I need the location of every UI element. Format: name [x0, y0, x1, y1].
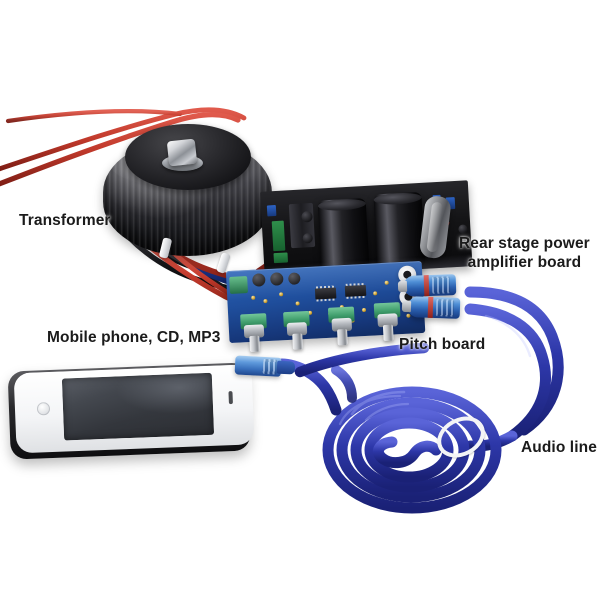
- phone-front-panel: [13, 364, 255, 454]
- amplifier-main-capacitor: [373, 191, 426, 269]
- pitch-board-terminal-block: [229, 276, 249, 295]
- pitch-board-ic: [344, 284, 367, 297]
- transformer-bolt: [166, 138, 198, 167]
- amplifier-blue-component: [266, 205, 277, 217]
- label-transformer: Transformer: [19, 212, 111, 229]
- amplifier-green-component: [271, 220, 286, 252]
- jack-strain-relief: [276, 360, 296, 375]
- phone-body: [7, 362, 255, 460]
- label-rear-stage-power-amplifier-board: Rear stage power amplifier board: [459, 235, 590, 271]
- amplifier-small-capacitor: [458, 224, 468, 234]
- pitch-board-ic: [314, 287, 337, 300]
- rca-plug-tip: [401, 300, 412, 313]
- pitch-board-potentiometer[interactable]: [373, 302, 402, 342]
- cable-tie-loop: [430, 408, 492, 466]
- pitch-board-capacitor: [252, 273, 266, 287]
- pitch-board-capacitor: [269, 272, 284, 286]
- amplifier-green-component: [273, 252, 289, 264]
- headphone-jack-plug[interactable]: [234, 355, 296, 377]
- rca-plug-lower[interactable]: [401, 296, 461, 319]
- rca-plug-band: [423, 275, 430, 297]
- phone-screen[interactable]: [61, 372, 215, 441]
- pitch-board-potentiometer[interactable]: [240, 313, 268, 353]
- pitch-board: [225, 260, 426, 359]
- label-pitch-board: Pitch board: [399, 336, 486, 353]
- jack-grip: [262, 358, 278, 375]
- rca-plug-upper[interactable]: [397, 274, 457, 297]
- label-mobile-phone-cd-mp3: Mobile phone, CD, MP3: [47, 329, 221, 346]
- mobile-phone: [3, 350, 255, 464]
- rca-plug-band: [427, 296, 434, 318]
- pitch-board-potentiometer[interactable]: [283, 310, 311, 350]
- pitch-board-potentiometer[interactable]: [327, 306, 356, 346]
- rca-plug-grip: [435, 299, 455, 317]
- rca-plug-tip: [397, 280, 408, 293]
- label-audio-line: Audio line: [521, 439, 597, 456]
- pitch-board-capacitor: [288, 272, 301, 285]
- phone-earpiece-speaker: [228, 391, 233, 405]
- jack-body: [234, 355, 282, 377]
- phone-home-button[interactable]: [36, 402, 51, 416]
- transformer-component: [103, 124, 272, 261]
- rca-plug-grip: [431, 276, 451, 294]
